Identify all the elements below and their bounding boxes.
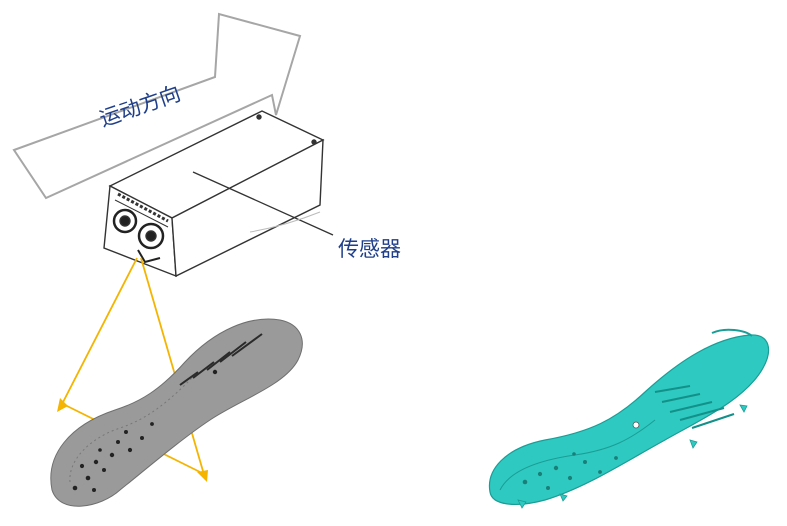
insole-3d-model (488, 328, 770, 509)
insole-scan (50, 318, 303, 507)
motion-direction-arrow (12, 12, 302, 200)
sensor-label: 传感器 (338, 237, 401, 261)
sensor-box (103, 110, 334, 278)
